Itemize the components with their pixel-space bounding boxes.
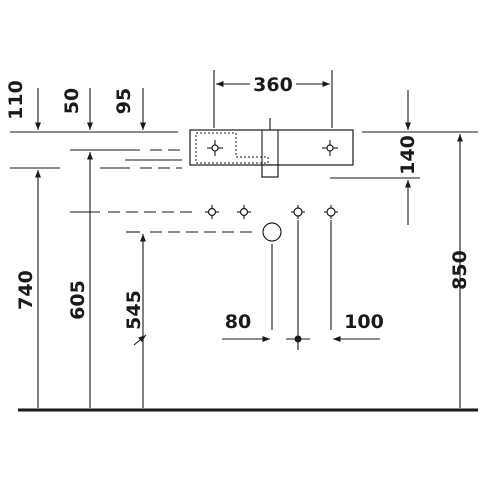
fixing-hole-2-icon bbox=[237, 205, 251, 219]
fixing-hole-3-icon bbox=[291, 205, 305, 219]
dimension-80-100: 80 100 bbox=[222, 311, 384, 343]
dim-850-label: 850 bbox=[449, 250, 471, 290]
dimension-850: 850 bbox=[449, 134, 471, 408]
dim-110-label: 110 bbox=[5, 80, 27, 120]
dim-100-label: 100 bbox=[344, 311, 384, 333]
dimension-110: 110 bbox=[5, 80, 42, 130]
top-width-dimension: 360 bbox=[213, 70, 333, 128]
waste-outlet-icon bbox=[126, 222, 282, 330]
dim-360-label: 360 bbox=[253, 74, 293, 96]
dim-545-label: 545 bbox=[123, 290, 145, 330]
dim-605-label: 605 bbox=[67, 280, 89, 320]
dimension-545: 545 bbox=[123, 234, 147, 408]
rim-reference-lines bbox=[10, 131, 182, 169]
dim-80-label: 80 bbox=[225, 311, 251, 333]
dimension-605: 605 bbox=[67, 152, 94, 408]
fixing-hole-1-icon bbox=[205, 205, 219, 219]
dimension-95: 95 bbox=[113, 88, 147, 130]
dimension-140: 140 bbox=[330, 90, 478, 225]
pointer-arrow-icon bbox=[133, 334, 147, 346]
tap-hole-left-icon bbox=[207, 140, 223, 156]
dim-140-label: 140 bbox=[397, 135, 419, 175]
dim-740-label: 740 bbox=[15, 270, 37, 310]
tap-hole-right-icon bbox=[322, 140, 338, 156]
dim-50-label: 50 bbox=[61, 88, 83, 114]
dim-95-label: 95 bbox=[113, 88, 135, 114]
dimension-50: 50 bbox=[61, 88, 94, 130]
fixing-hole-4-icon bbox=[324, 205, 338, 219]
dimension-740: 740 bbox=[15, 170, 42, 408]
fixing-points bbox=[70, 205, 338, 219]
washbasin bbox=[189, 118, 354, 178]
